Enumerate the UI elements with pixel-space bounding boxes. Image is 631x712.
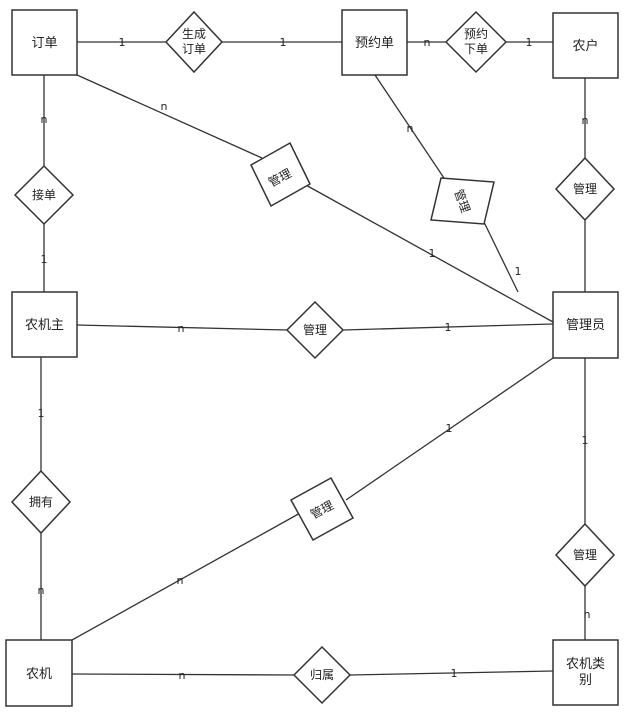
rel-manage-order[interactable]: [250, 141, 311, 208]
rel-accept-order[interactable]: [13, 164, 75, 226]
rel-reserve-place-label-2: 下单: [464, 42, 488, 56]
card-admin-manage-category: 1: [582, 434, 589, 447]
rel-generate-order[interactable]: [164, 10, 224, 74]
card-order-generate: 1: [119, 36, 126, 49]
entity-machine-owner-label: 农机主: [25, 318, 64, 333]
card-machine-belong: n: [179, 669, 186, 682]
card-farmer-manage: n: [582, 114, 589, 127]
rel-accept-order-label: 接单: [32, 187, 56, 202]
rel-manage-owner-label: 管理: [303, 322, 327, 337]
rel-own-label: 拥有: [29, 495, 53, 509]
card-manage-admin-owner: 1: [445, 321, 452, 334]
line-manage-admin-machine: [345, 357, 554, 501]
rel-reserve-place-label-1: 预约: [464, 26, 488, 41]
rel-own[interactable]: [10, 469, 72, 535]
entity-machine-label: 农机: [26, 667, 52, 682]
rel-belong-label: 归属: [310, 668, 334, 682]
card-order-manage: n: [161, 100, 168, 113]
connectors: [40, 41, 586, 676]
entity-machine-category-label-1: 农机类: [566, 657, 605, 672]
card-manage-admin-machine: 1: [446, 422, 453, 435]
card-belong-category: 1: [451, 667, 458, 680]
card-manage-admin-reservation: 1: [515, 265, 522, 278]
line-manage-admin-reservation: [481, 217, 519, 293]
rel-manage-owner[interactable]: [285, 300, 345, 360]
line-belong-category: [349, 670, 554, 676]
line-owner-manage: [76, 324, 288, 331]
card-reservation-manage: n: [407, 122, 414, 135]
line-machine-belong: [71, 673, 295, 676]
entity-order-label: 订单: [31, 36, 57, 51]
entity-machine[interactable]: [5, 639, 73, 707]
card-machine-manage: n: [177, 574, 184, 587]
card-reservation-reserve: n: [424, 36, 431, 49]
entity-farmer[interactable]: [552, 12, 619, 79]
card-accept-owner: 1: [41, 253, 48, 266]
entity-machine-category[interactable]: [552, 639, 619, 706]
card-reserve-farmer: 1: [526, 36, 533, 49]
line-manage-admin-order: [303, 183, 554, 323]
card-manage-category: n: [584, 608, 591, 621]
entity-admin[interactable]: [552, 291, 619, 359]
entity-machine-owner[interactable]: [11, 291, 78, 358]
rel-reserve-place[interactable]: [444, 10, 508, 74]
rel-manage-reservation[interactable]: [430, 177, 495, 225]
card-own-machine: n: [38, 584, 45, 597]
card-owner-manage: n: [178, 322, 185, 335]
card-generate-reservation: 1: [280, 36, 287, 49]
rel-generate-order-label-2: 订单: [182, 42, 206, 56]
rel-manage-category-label: 管理: [573, 547, 597, 562]
entity-reservation[interactable]: [341, 9, 408, 76]
line-manage-admin-owner: [342, 323, 554, 331]
rel-belong[interactable]: [292, 645, 352, 705]
entity-farmer-label: 农户: [572, 38, 598, 54]
rel-manage-category[interactable]: [554, 522, 616, 588]
entity-order[interactable]: [11, 9, 78, 76]
rel-manage-machine[interactable]: [289, 476, 355, 542]
rel-generate-order-label-1: 生成: [182, 27, 206, 41]
entity-admin-label: 管理员: [566, 318, 605, 333]
rel-manage-farmer-label: 管理: [573, 181, 597, 196]
card-manage-admin-order: 1: [429, 247, 436, 260]
line-machine-manage: [71, 511, 303, 641]
line-reservation-manage: [374, 74, 449, 185]
card-order-accept: n: [41, 113, 48, 126]
line-order-manage: [76, 74, 263, 159]
entity-reservation-label: 预约单: [355, 36, 394, 51]
entity-machine-category-label-2: 别: [579, 673, 592, 688]
rel-manage-farmer[interactable]: [554, 156, 616, 222]
card-owner-own: 1: [38, 407, 45, 420]
